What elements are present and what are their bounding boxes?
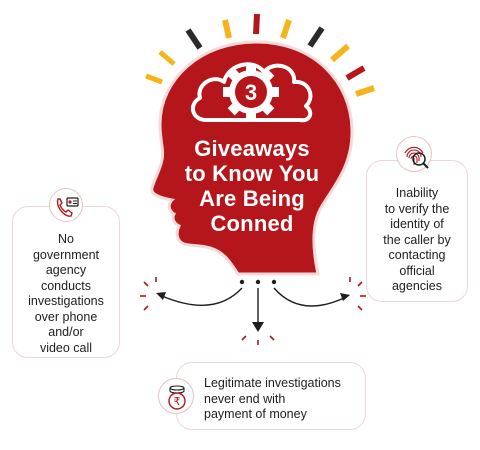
- tip-count-number: 3: [244, 80, 258, 105]
- tip-line: conducts: [40, 278, 92, 293]
- tip-line: video call: [39, 340, 93, 355]
- headline-line: Are Being: [199, 186, 305, 211]
- tip-line: over phone: [34, 309, 98, 324]
- headline-line: Giveaways: [194, 136, 310, 161]
- tip-badge: [396, 136, 432, 172]
- tip-line: government: [32, 247, 99, 262]
- tip-line: official: [399, 263, 435, 278]
- tip-card-no-govt-calls: [12, 206, 120, 358]
- tip-badge: [49, 188, 83, 222]
- tip-line: to verify the: [384, 201, 450, 216]
- phone-id-card-icon: [56, 197, 79, 217]
- tip-line: Legitimate investigations: [204, 376, 341, 390]
- tip-line: never end with: [204, 391, 286, 406]
- svg-text:₹: ₹: [174, 395, 181, 408]
- tip-line: No: [58, 232, 74, 246]
- tip-line: identity of: [390, 217, 444, 231]
- rupee-coins-icon: ₹: [168, 385, 186, 410]
- tip-line: contacting: [388, 248, 446, 262]
- headline-line: Conned: [210, 211, 294, 236]
- tip-card-no-payment: [176, 362, 366, 430]
- tip-line: agency: [45, 263, 87, 277]
- tip-line: payment of money: [204, 407, 307, 421]
- tip-line: the caller by: [383, 232, 451, 247]
- tip-line: investigations: [28, 294, 104, 308]
- fingerprint-search-icon: [404, 146, 429, 169]
- tip-badge: ₹: [158, 378, 194, 414]
- tip-line: and/or: [48, 325, 84, 339]
- tip-text: Inability to verify the identity of the …: [368, 186, 466, 295]
- headline: Giveaways to Know You Are Being Conned: [150, 136, 354, 236]
- tip-card-verify-identity: [366, 160, 468, 302]
- tip-text: No government agency conducts investigat…: [14, 232, 118, 356]
- tip-line: Inability: [395, 186, 439, 200]
- tip-text: Legitimate investigations never end with…: [204, 376, 364, 423]
- tip-line: agencies: [391, 279, 443, 293]
- headline-line: to Know You: [184, 161, 320, 186]
